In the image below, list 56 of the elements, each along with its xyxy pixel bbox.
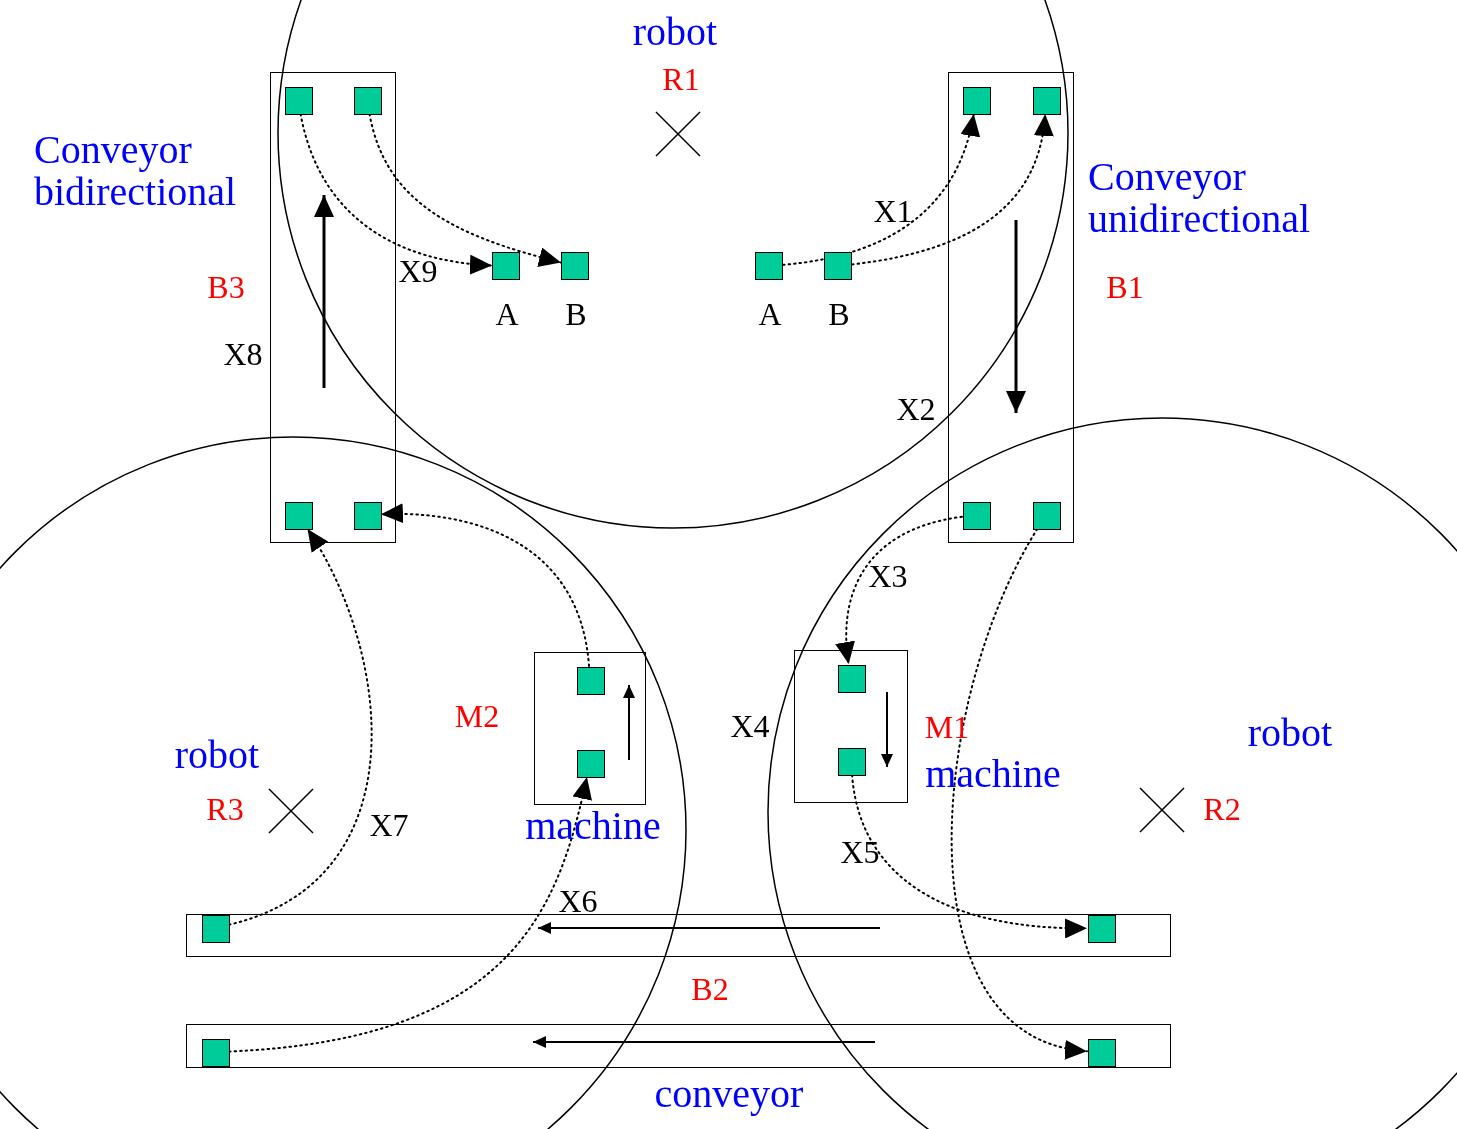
conveyor-box: [186, 914, 1171, 957]
transfer-arrow: [782, 113, 979, 266]
transfer-label: X6: [558, 885, 598, 919]
slot-label: B: [565, 298, 587, 332]
part-slot: [354, 87, 382, 115]
transfer-arrow: [228, 528, 373, 926]
part-slot: [838, 665, 866, 693]
part-slot: [1088, 1039, 1116, 1067]
robot-name: robot: [1247, 712, 1333, 754]
robot-id: R3: [206, 793, 244, 827]
slot-label: B: [828, 298, 850, 332]
machine-id: M2: [454, 700, 500, 734]
conveyor-name: Conveyor unidirectional: [1088, 156, 1312, 240]
slot-label: A: [495, 298, 519, 332]
transfer-arrow: [851, 774, 1088, 938]
transfer-arrow: [836, 515, 963, 665]
part-slot: [285, 502, 313, 530]
conveyor-name: Conveyor bidirectional: [34, 129, 238, 213]
conveyor-id: B2: [691, 973, 729, 1007]
robot-name: robot: [632, 11, 718, 53]
conveyor-id: B1: [1106, 271, 1144, 305]
transfer-arrow: [380, 504, 590, 667]
transfer-label: X2: [896, 393, 936, 427]
part-slot: [202, 915, 230, 943]
transfer-label: X9: [398, 255, 438, 289]
part-slot: [577, 750, 605, 778]
transfer-label: X5: [840, 836, 880, 870]
conveyor-id: B3: [207, 271, 245, 305]
part-slot: [838, 748, 866, 776]
machine-name: machine: [925, 753, 1061, 795]
machine-name: machine: [525, 805, 661, 847]
robot-id: R2: [1203, 793, 1241, 827]
conveyor-name: conveyor: [654, 1073, 804, 1115]
machine-id: M1: [924, 711, 970, 745]
transfer-arrow: [851, 113, 1053, 266]
robot-id: R1: [662, 63, 700, 97]
part-slot: [963, 87, 991, 115]
part-slot: [354, 502, 382, 530]
part-slot: [1033, 502, 1061, 530]
transfer-arrow: [228, 776, 592, 1053]
transfer-label: X3: [868, 560, 908, 594]
robot-name: robot: [174, 734, 260, 776]
part-slot: [1033, 87, 1061, 115]
transfer-label: X1: [873, 195, 913, 229]
transfer-arrow: [299, 113, 493, 274]
transfer-arrow: [368, 113, 562, 267]
part-slot: [285, 87, 313, 115]
transfer-label: X8: [223, 338, 263, 372]
transfer-arrow: [950, 528, 1088, 1057]
part-slot: [202, 1039, 230, 1067]
part-slot: [577, 667, 605, 695]
slot-label: A: [758, 298, 782, 332]
transfer-label: X4: [730, 710, 770, 744]
transfer-label: X7: [369, 809, 409, 843]
part-slot: [1088, 915, 1116, 943]
part-slot: [963, 502, 991, 530]
